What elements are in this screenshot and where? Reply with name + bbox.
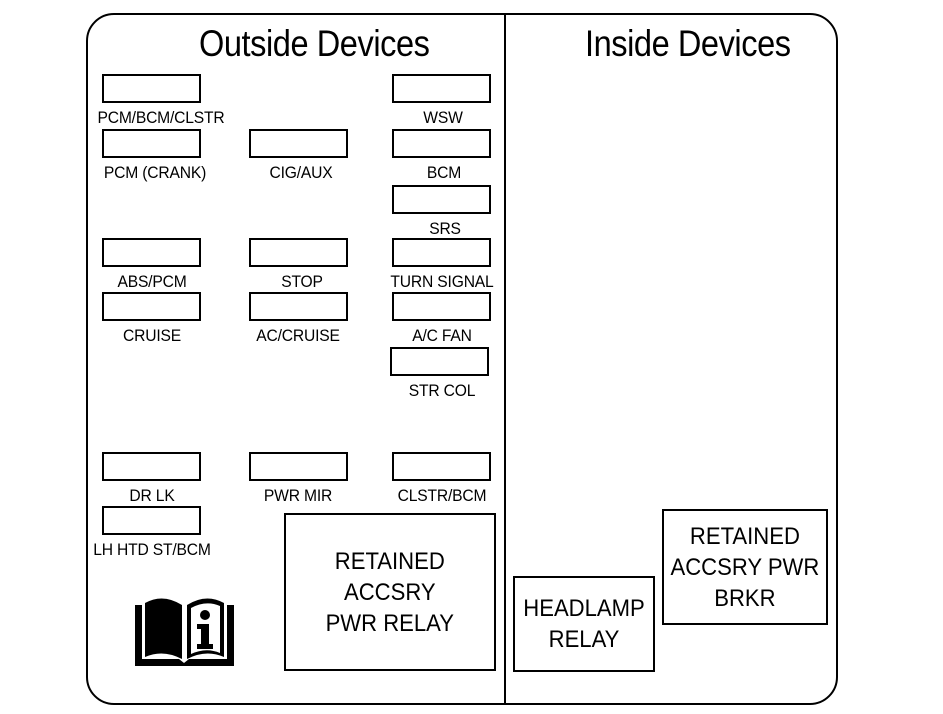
- fuse-label-dr-lk: DR LK: [129, 486, 175, 505]
- fuse-label-cruise: CRUISE: [122, 326, 182, 345]
- fuse-label-stop: STOP: [281, 272, 323, 291]
- fuse-label-pcm-bcm-clstr: PCM/BCM/CLSTR: [97, 108, 225, 127]
- retained-accsry-pwr-brkr-box: RETAINED ACCSRY PWR BRKR: [662, 509, 828, 625]
- fuse-block-panel: [86, 13, 838, 705]
- fuse-slot-cruise: [102, 292, 201, 321]
- fuse-label-ac-cruise: AC/CRUISE: [256, 326, 340, 345]
- info-book-icon: [135, 598, 234, 666]
- retained-accsry-pwr-relay-box: RETAINED ACCSRY PWR RELAY: [284, 513, 496, 671]
- section-divider: [504, 14, 506, 704]
- fuse-label-pcm-crank: PCM (CRANK): [103, 163, 207, 182]
- fuse-slot-pwr-mir: [249, 452, 348, 481]
- fuse-slot-bcm: [392, 129, 491, 158]
- fuse-label-srs: SRS: [429, 219, 461, 238]
- fuse-slot-dr-lk: [102, 452, 201, 481]
- headlamp-relay-label: HEADLAMP RELAY: [523, 595, 645, 653]
- fuse-slot-cig-aux: [249, 129, 348, 158]
- fuse-label-wsw: WSW: [423, 108, 463, 127]
- fuse-label-lh-htd-st-bcm: LH HTD ST/BCM: [93, 540, 211, 559]
- fuse-label-str-col: STR COL: [408, 381, 476, 400]
- fuse-slot-ac-cruise: [249, 292, 348, 321]
- fuse-label-clstr-bcm: CLSTR/BCM: [397, 486, 487, 505]
- retained-accsry-pwr-relay-label: RETAINED ACCSRY PWR RELAY: [325, 547, 455, 637]
- fuse-label-bcm: BCM: [426, 163, 462, 182]
- fuse-label-cig-aux: CIG/AUX: [269, 163, 333, 182]
- fuse-slot-wsw: [392, 74, 491, 103]
- fuse-slot-clstr-bcm: [392, 452, 491, 481]
- headlamp-relay-box: HEADLAMP RELAY: [513, 576, 655, 672]
- retained-accsry-pwr-brkr-label: RETAINED ACCSRY PWR BRKR: [670, 522, 820, 612]
- outside-devices-heading: Outside Devices: [199, 23, 430, 64]
- fuse-slot-srs: [392, 185, 491, 214]
- fuse-slot-pcm-crank: [102, 129, 201, 158]
- fuse-slot-stop: [249, 238, 348, 267]
- fuse-slot-str-col: [390, 347, 489, 376]
- fuse-slot-lh-htd-st-bcm: [102, 506, 201, 535]
- fuse-slot-abs-pcm: [102, 238, 201, 267]
- fuse-slot-pcm-bcm-clstr: [102, 74, 201, 103]
- fuse-label-pwr-mir: PWR MIR: [263, 486, 333, 505]
- fuse-slot-ac-fan: [392, 292, 491, 321]
- fuse-label-turn-signal: TURN SIGNAL: [390, 272, 494, 291]
- fuse-label-abs-pcm: ABS/PCM: [117, 272, 187, 291]
- inside-devices-heading: Inside Devices: [585, 23, 791, 64]
- fuse-label-ac-fan: A/C FAN: [412, 326, 472, 345]
- fuse-slot-turn-signal: [392, 238, 491, 267]
